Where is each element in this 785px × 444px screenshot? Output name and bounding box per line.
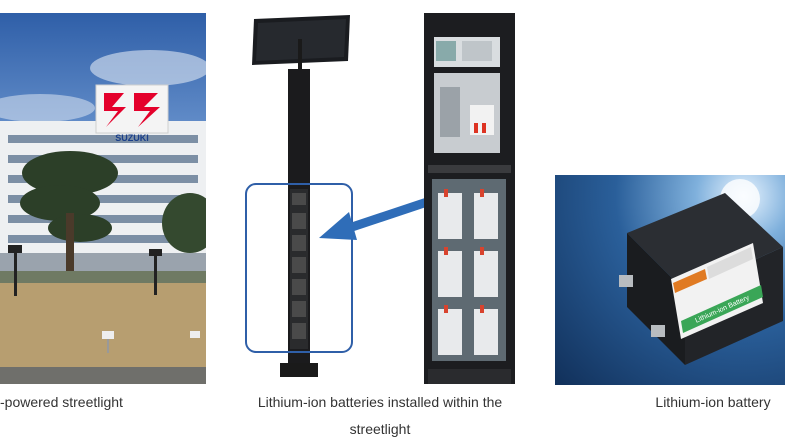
cabinet-scene	[424, 13, 515, 384]
photo-solar-streetlight-pole	[232, 13, 380, 384]
highlight-box	[245, 183, 353, 353]
streetlight-pole-scene	[245, 15, 353, 377]
photo-battery-cabinet-interior	[424, 13, 515, 384]
suzuki-sign-text: SUZUKI	[115, 133, 149, 143]
caption-middle: Lithium-ion batteries installed within t…	[257, 394, 503, 437]
photo-suzuki-headquarters: SUZUKI	[0, 13, 206, 384]
caption-right: Lithium-ion battery	[655, 394, 771, 410]
arrow-icon	[319, 195, 435, 240]
photo-lithium-ion-battery: Lithium-ion Battery	[555, 175, 785, 385]
battery-label	[671, 243, 763, 339]
pole-battery-modules	[292, 193, 306, 339]
headquarters-scene: SUZUKI	[0, 50, 206, 384]
caption-left: -powered streetlight	[0, 394, 123, 410]
battery-scene: Lithium-ion Battery	[619, 179, 783, 365]
suzuki-sign: SUZUKI	[95, 84, 169, 143]
